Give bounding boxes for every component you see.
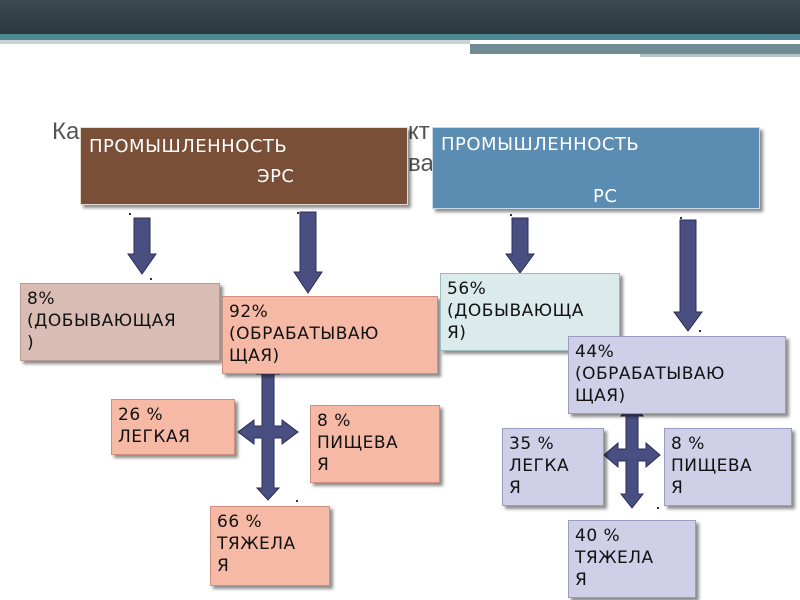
arrow-down-rs-extracting <box>505 217 535 274</box>
rs-processing-box: 44% (ОБРАБАТЫВАЮ ЩАЯ) <box>568 336 786 414</box>
cross-arrow-ers <box>237 361 299 501</box>
rs-processing-label: (ОБРАБАТЫВАЮ <box>575 364 725 384</box>
background-title-left: Ка <box>52 118 80 145</box>
rs-food-label: ПИЩЕВА <box>671 456 753 476</box>
banner-stripe <box>640 54 800 57</box>
rs-header-title: ПРОМЫШЛЕННОСТЬ <box>441 134 640 155</box>
rs-industry-header: ПРОМЫШЛЕННОСТЬ РС <box>432 127 760 209</box>
ers-heavy-industry-box: 66 % ТЯЖЕЛА Я <box>210 506 330 586</box>
banner-stripe <box>470 44 800 54</box>
ers-heavy-percent: 66 % <box>217 512 263 532</box>
rs-heavy-percent: 40 % <box>575 526 621 546</box>
dot-marker <box>297 212 299 214</box>
ers-food-label-end: Я <box>317 455 330 475</box>
ers-light-label: ЛЕГКАЯ <box>118 427 191 447</box>
cross-arrow-rs <box>603 403 661 509</box>
dot-marker <box>680 217 682 219</box>
ers-heavy-label-end: Я <box>217 556 230 576</box>
banner-stripe <box>0 40 470 44</box>
rs-food-industry-box: 8 % ПИЩЕВА Я <box>664 428 792 506</box>
rs-heavy-label: ТЯЖЕЛА <box>575 548 654 568</box>
ers-processing-percent: 92% <box>229 302 269 322</box>
rs-light-percent: 35 % <box>509 434 555 454</box>
ers-heavy-label: ТЯЖЕЛА <box>217 534 296 554</box>
ers-food-industry-box: 8 % ПИЩЕВА Я <box>310 405 440 483</box>
banner-stripe <box>0 34 800 40</box>
rs-food-percent: 8 % <box>671 434 705 454</box>
ers-food-label: ПИЩЕВА <box>317 433 399 453</box>
ers-extracting-label-end: ) <box>27 333 35 353</box>
ers-industry-header: ПРОМЫШЛЕННОСТЬ ЭРС <box>80 127 408 205</box>
arrow-down-ers-extracting <box>127 217 157 275</box>
rs-heavy-industry-box: 40 % ТЯЖЕЛА Я <box>568 520 696 598</box>
ers-light-percent: 26 % <box>118 405 164 425</box>
rs-header-subtitle: РС <box>593 186 618 207</box>
dot-marker <box>657 507 659 509</box>
dot-marker <box>699 330 701 332</box>
top-banner <box>0 0 800 34</box>
arrow-down-ers-processing <box>293 211 323 294</box>
ers-food-percent: 8 % <box>317 411 351 431</box>
rs-light-label: ЛЕГКА <box>509 456 570 476</box>
ers-extracting-box: 8% (ДОБЫВАЮЩАЯ ) <box>20 283 220 361</box>
dot-marker <box>129 213 131 215</box>
ers-processing-box: 92% (ОБРАБАТЫВАЮ ЩАЯ) <box>222 296 438 374</box>
rs-processing-percent: 44% <box>575 342 615 362</box>
arrow-down-rs-processing <box>673 219 703 332</box>
ers-extracting-label: (ДОБЫВАЮЩАЯ <box>27 311 177 331</box>
background-title-right-top: кт <box>408 118 430 145</box>
dot-marker <box>510 214 512 216</box>
dot-marker <box>150 278 152 280</box>
ers-processing-label: (ОБРАБАТЫВАЮ <box>229 324 379 344</box>
ers-light-industry-box: 26 % ЛЕГКАЯ <box>111 399 235 455</box>
ers-processing-label-end: ЩАЯ) <box>229 346 280 366</box>
ers-extracting-percent: 8% <box>27 289 55 309</box>
rs-heavy-label-end: Я <box>575 570 588 590</box>
rs-extracting-label: (ДОБЫВАЮЩА <box>447 301 584 321</box>
rs-extracting-percent: 56% <box>447 279 487 299</box>
ers-header-title: ПРОМЫШЛЕННОСТЬ <box>89 136 288 157</box>
rs-light-industry-box: 35 % ЛЕГКА Я <box>502 428 604 506</box>
ers-header-subtitle: ЭРС <box>257 166 295 187</box>
dot-marker <box>296 500 298 502</box>
rs-light-label-end: Я <box>509 478 522 498</box>
rs-food-label-end: Я <box>671 478 684 498</box>
rs-extracting-label-end: Я) <box>447 323 467 343</box>
rs-processing-label-end: ЩАЯ) <box>575 386 626 406</box>
background-title-right-bottom: ва <box>408 150 434 177</box>
